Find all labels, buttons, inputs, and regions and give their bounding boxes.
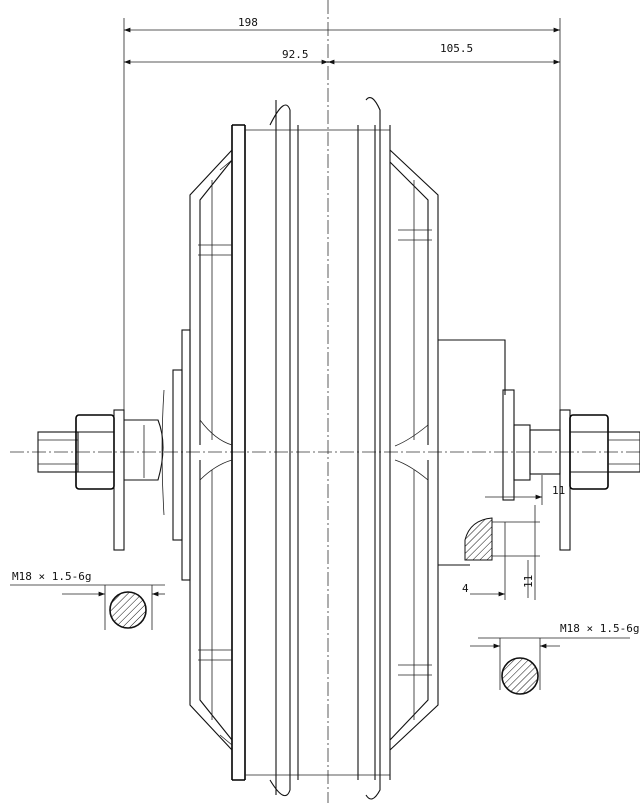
left-thread-callout: M18 × 1.5-6g [10, 570, 165, 630]
dimension-split: 92.5 105.5 [124, 42, 560, 65]
right-thread-section [501, 657, 539, 695]
section-detail [464, 517, 493, 561]
left-axle [37, 409, 164, 551]
right-thread-callout: M18 × 1.5-6g [470, 622, 639, 695]
wheel-rim [231, 97, 391, 800]
dim-left-text: 92.5 [282, 48, 309, 61]
right-axle [529, 409, 640, 551]
dimension-overall: 198 [123, 16, 561, 440]
left-thread-text: M18 × 1.5-6g [12, 570, 91, 583]
dim-small-right-text: 11 [552, 484, 565, 497]
right-thread-text: M18 × 1.5-6g [560, 622, 639, 635]
dim-small-vertical-text: 11 [522, 575, 535, 588]
left-housing [161, 149, 233, 751]
dim-small-lower-text: 4 [462, 582, 469, 595]
dimension-right-details: 11 4 11 [462, 475, 565, 600]
left-thread-section [109, 591, 147, 629]
dim-right-text: 105.5 [440, 42, 473, 55]
dim-overall-text: 198 [238, 16, 258, 29]
right-housing [389, 149, 531, 751]
